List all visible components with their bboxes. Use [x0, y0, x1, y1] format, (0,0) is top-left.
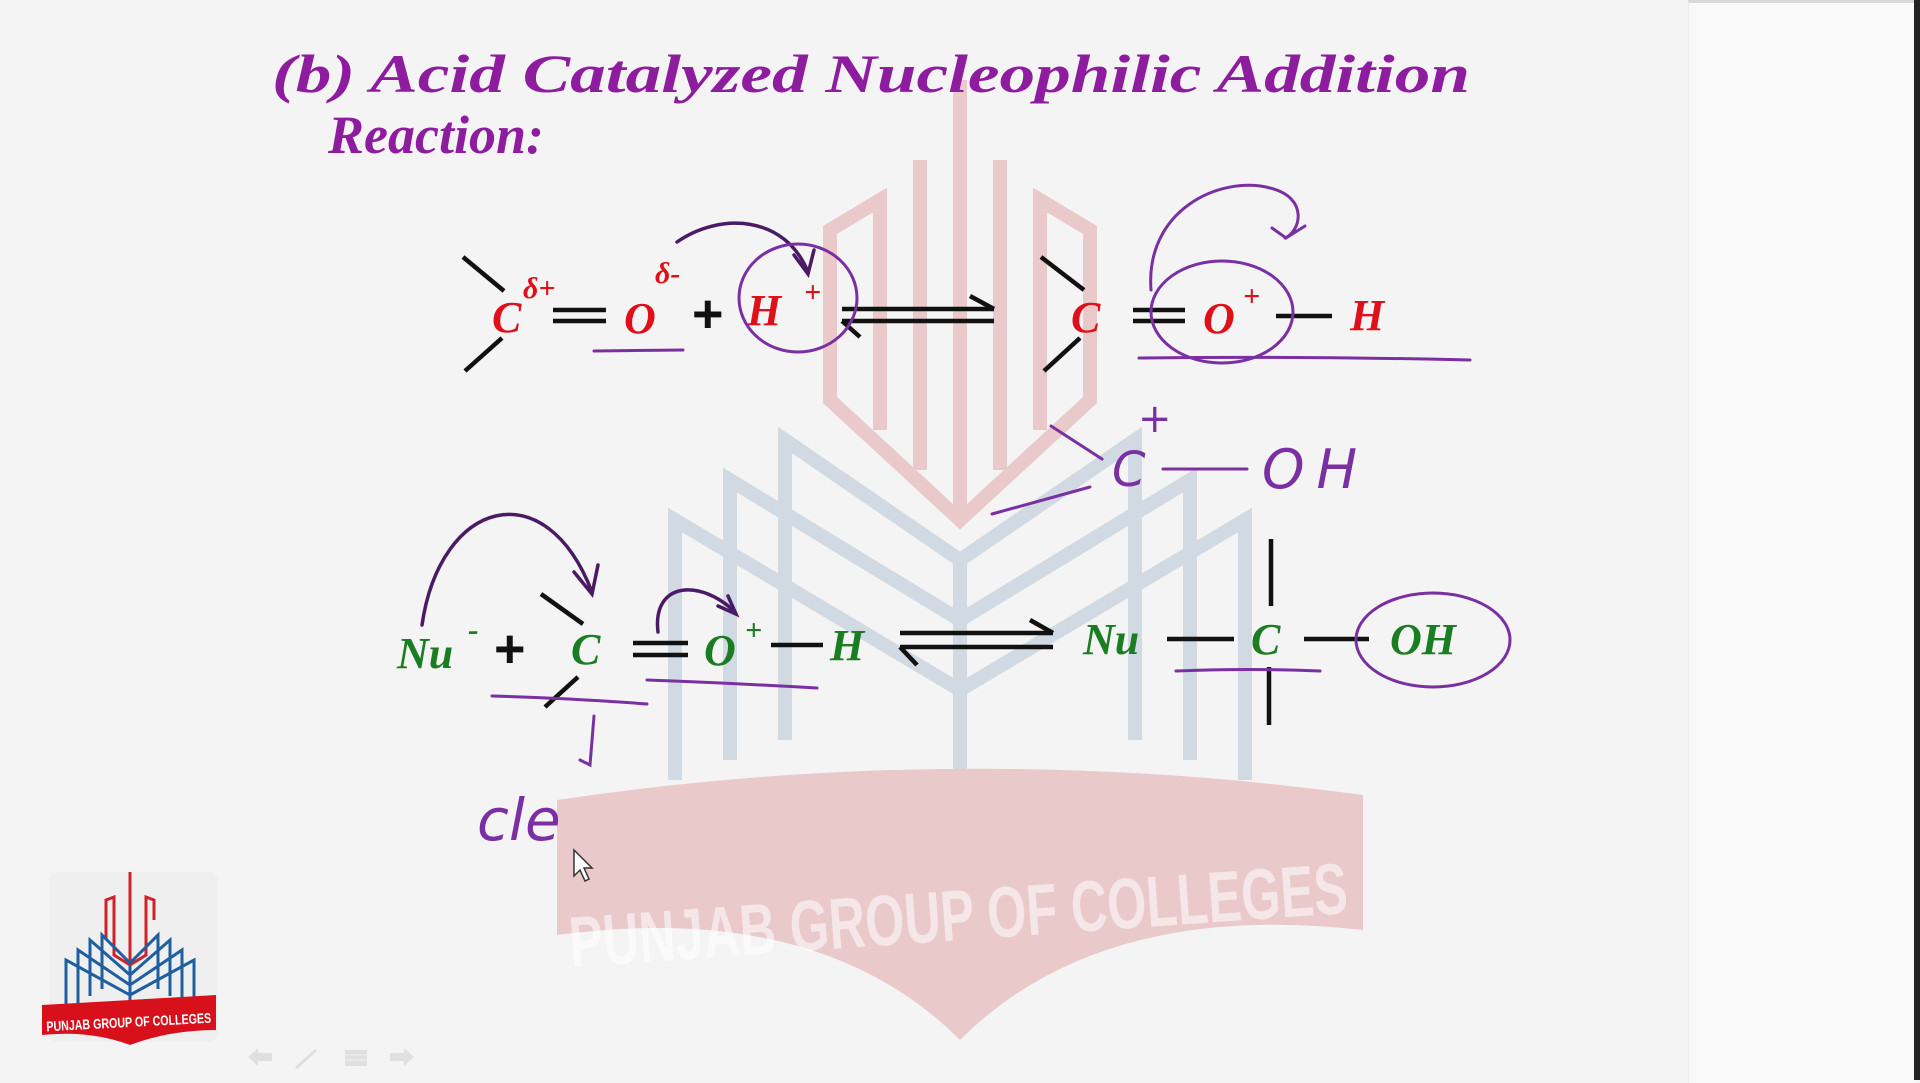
product-carbon: C	[1071, 293, 1101, 342]
proton-charge: +	[804, 276, 821, 309]
reaction-2: Nu - + C O + H Nu C OH	[396, 539, 1458, 725]
product-nucleophile: Nu	[1082, 615, 1139, 664]
plus-sign: +	[692, 284, 724, 344]
carbonyl-carbon: C	[492, 293, 522, 342]
next-slide-icon[interactable]	[390, 1048, 414, 1066]
nucleophile-charge: -	[468, 611, 479, 647]
proton: H	[746, 286, 783, 335]
protonated-oxygen: O	[1203, 294, 1235, 343]
carbonyl-oxygen: O	[624, 294, 656, 343]
menu-icon[interactable]	[345, 1050, 367, 1066]
watermark	[557, 80, 1363, 1040]
reaction-1: C δ+ O δ- + H + C O + H	[461, 255, 1386, 373]
handwritten-note: cle	[477, 786, 561, 854]
window-edge	[1914, 0, 1920, 1080]
oxonium-hydrogen: H	[829, 621, 866, 670]
slide-nav	[248, 1048, 414, 1070]
product-hydroxyl: OH	[1390, 615, 1458, 664]
oxonium-charge: +	[1243, 280, 1260, 313]
plus-sign-2: +	[494, 619, 526, 679]
slide-title-line1: (b) Acid Catalyzed Nucleophilic Addition	[272, 44, 1470, 104]
oxonium-oxygen: O	[704, 626, 736, 675]
side-panel	[1688, 0, 1915, 1083]
electrophilic-carbon: C	[571, 625, 601, 674]
handwritten-annotations: + C OH cle	[420, 183, 1512, 854]
handwritten-oh: OH	[1262, 438, 1369, 501]
college-logo: PUNJAB GROUP OF COLLEGES	[42, 872, 218, 1045]
partial-negative: δ-	[655, 257, 680, 290]
pen-icon[interactable]	[294, 1048, 318, 1070]
slide-title-line2: Reaction:	[327, 105, 544, 165]
previous-slide-icon[interactable]	[248, 1048, 272, 1066]
handwritten-carbon: C	[1112, 442, 1146, 498]
oxonium-charge-2: +	[745, 614, 762, 647]
partial-positive: δ+	[523, 272, 555, 305]
handwritten-charge: +	[1138, 396, 1172, 442]
nucleophile: Nu	[396, 629, 453, 678]
mouse-cursor	[573, 848, 594, 883]
product-carbon-2: C	[1251, 615, 1281, 664]
product-hydrogen: H	[1349, 291, 1386, 340]
